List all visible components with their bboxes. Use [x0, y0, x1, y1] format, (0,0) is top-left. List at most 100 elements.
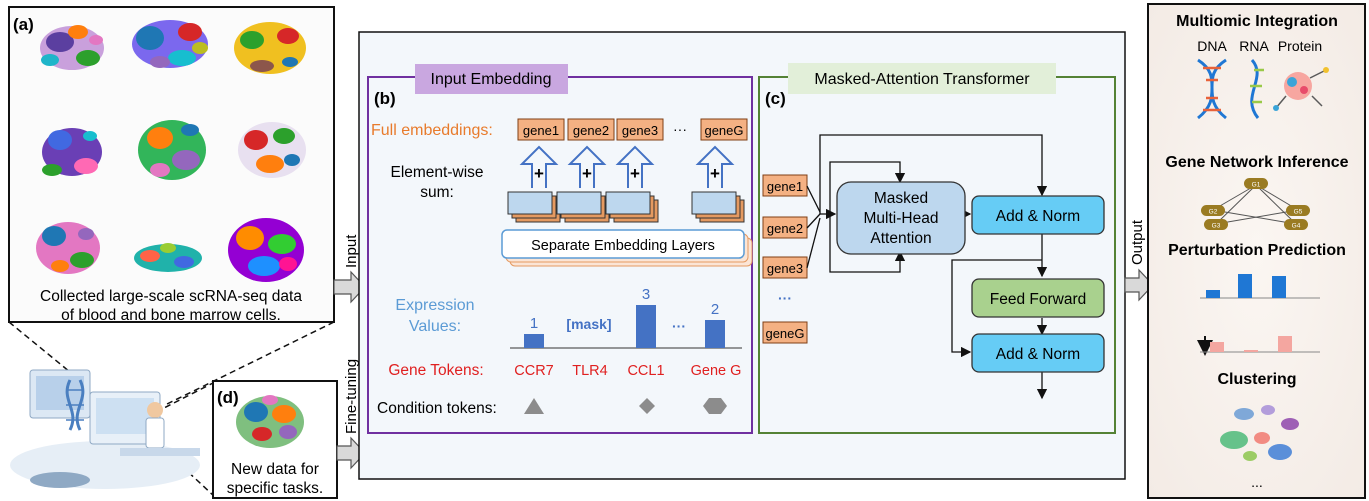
- panel-a: (a): [8, 6, 335, 324]
- expression-value-g: 2: [711, 301, 719, 318]
- input-token-1: gene1: [767, 179, 803, 194]
- add-norm-label-1: Add & Norm: [996, 208, 1080, 225]
- clustering-title: Clustering: [1217, 371, 1296, 388]
- condition-triangle-icon: [524, 398, 544, 414]
- gene-token-2: TLR4: [572, 363, 607, 379]
- expression-chart: 1 [mask] 3 ··· 2: [510, 286, 742, 349]
- plus-sign-g: +: [710, 164, 720, 183]
- zoom-line-d-top: [159, 381, 216, 411]
- umap-plot-7: [36, 222, 100, 274]
- input-token-ellipsis: ···: [778, 290, 792, 306]
- plus-sign-3: +: [630, 164, 640, 183]
- expression-bar-1: [524, 334, 544, 348]
- umap-plot-8: [134, 243, 202, 272]
- input-token-2: gene2: [767, 221, 803, 236]
- full-token-ellipsis: ···: [673, 121, 687, 137]
- network-node-g1: G1: [1252, 182, 1261, 189]
- sum-arrow-3: +: [615, 145, 655, 188]
- output-arrow: Output: [1124, 219, 1154, 302]
- multiomic-dna-label: DNA: [1197, 38, 1227, 54]
- stacked-embeddings: [507, 191, 745, 223]
- umap-plot-3: [234, 22, 306, 74]
- zoom-line-right: [164, 321, 335, 406]
- clustering-plot: [1220, 405, 1299, 461]
- transformer-input-tokens: gene1 gene2 gene3 ··· geneG: [762, 174, 808, 344]
- perturbation-chart: [1197, 274, 1320, 356]
- transformer-title: Masked-Attention Transformer: [814, 71, 1030, 88]
- full-token-2: gene2: [573, 123, 609, 138]
- full-token-1: gene1: [523, 123, 559, 138]
- attention-label-line1: Masked: [874, 190, 928, 207]
- perturbation-title: Perturbation Prediction: [1168, 242, 1346, 259]
- gene-network-graph: G1 G2 G5 G3 G4: [1201, 178, 1310, 230]
- expression-value-3: 3: [642, 286, 650, 303]
- panel-a-caption-line1: Collected large-scale scRNA-seq data: [40, 288, 302, 305]
- plus-sign-2: +: [582, 164, 592, 183]
- panel-d-caption-line1: New data for: [231, 461, 319, 478]
- network-node-g4: G4: [1292, 223, 1301, 230]
- network-node-g5: G5: [1294, 209, 1303, 216]
- input-embedding-header: [415, 64, 568, 94]
- attention-label-line2: Multi-Head: [864, 210, 939, 227]
- panel-b: Input Embedding (b) Full embeddings: gen…: [367, 64, 753, 434]
- input-arrow: Input: [333, 234, 366, 304]
- umap-plot-new-data: [236, 395, 304, 448]
- fine-tuning-arrow: Fine-tuning: [336, 359, 366, 470]
- gene-network-title: Gene Network Inference: [1165, 154, 1348, 171]
- gene-tokens-label: Gene Tokens:: [388, 362, 483, 379]
- full-token-g: geneG: [704, 123, 743, 138]
- full-token-3: gene3: [622, 123, 658, 138]
- condition-tokens-label: Condition tokens:: [377, 400, 497, 417]
- lab-illustration: [10, 369, 200, 489]
- network-node-g2: G2: [1209, 209, 1218, 216]
- masked-attention-block: [836, 181, 966, 255]
- panel-b-tag: (b): [374, 89, 396, 108]
- protein-icon: [1273, 67, 1329, 111]
- zoom-line-left: [8, 321, 71, 373]
- clustering-ellipsis: ...: [1251, 474, 1263, 490]
- sum-arrow-g: +: [695, 145, 735, 188]
- feed-forward-label: Feed Forward: [990, 291, 1086, 308]
- umap-plot-4: [42, 128, 102, 176]
- expression-value-mask: [mask]: [566, 316, 611, 332]
- umap-plot-1: [40, 25, 104, 70]
- input-token-3: gene3: [767, 261, 803, 276]
- multiomic-title: Multiomic Integration: [1176, 13, 1338, 30]
- expression-bar-g: [705, 320, 725, 348]
- panel-d-caption-line2: specific tasks.: [227, 480, 323, 497]
- gene-token-1: CCR7: [514, 363, 553, 379]
- expression-bar-3: [636, 305, 656, 348]
- panel-a-tag: (a): [13, 15, 34, 34]
- umap-plot-9: [228, 218, 304, 282]
- expression-value-1: 1: [530, 315, 538, 332]
- multiomic-protein-label: Protein: [1278, 38, 1322, 54]
- full-embedding-tokens: gene1 gene2 gene3 ··· geneG: [517, 118, 748, 141]
- gene-token-g: Gene G: [691, 363, 742, 379]
- expression-ellipsis: ···: [672, 318, 686, 334]
- panel-c-tag: (c): [765, 89, 786, 108]
- rna-icon: [1250, 59, 1264, 119]
- panel-d: (d) New data for specific tasks.: [212, 380, 338, 499]
- feed-forward-block: [971, 278, 1105, 318]
- input-token-g: geneG: [765, 326, 804, 341]
- dna-icon: [1197, 58, 1227, 120]
- umap-plot-6: [238, 122, 306, 178]
- transformer-connectors: [806, 134, 1048, 400]
- input-embedding-title: Input Embedding: [431, 71, 552, 88]
- panel-a-caption-line2: of blood and bone marrow cells.: [61, 307, 281, 324]
- umap-plot-2: [132, 20, 208, 68]
- add-norm-block-1: [971, 195, 1105, 235]
- umap-plot-5: [138, 120, 206, 180]
- condition-hexagon-icon: [703, 398, 727, 414]
- gene-token-3: CCL1: [627, 363, 664, 379]
- input-arrow-label: Input: [343, 234, 360, 268]
- separate-embedding-layers: Separate Embedding Layers: [501, 229, 753, 267]
- panel-c: Masked-Attention Transformer (c) gene1 g…: [758, 63, 1116, 434]
- add-norm-label-2: Add & Norm: [996, 346, 1080, 363]
- fine-tuning-arrow-label: Fine-tuning: [343, 359, 360, 434]
- sum-arrow-2: +: [567, 145, 607, 188]
- elementwise-line1: Element-wise: [390, 164, 483, 181]
- elementwise-line2: sum:: [420, 184, 454, 201]
- panel-d-tag: (d): [217, 388, 239, 407]
- network-node-g3: G3: [1212, 223, 1221, 230]
